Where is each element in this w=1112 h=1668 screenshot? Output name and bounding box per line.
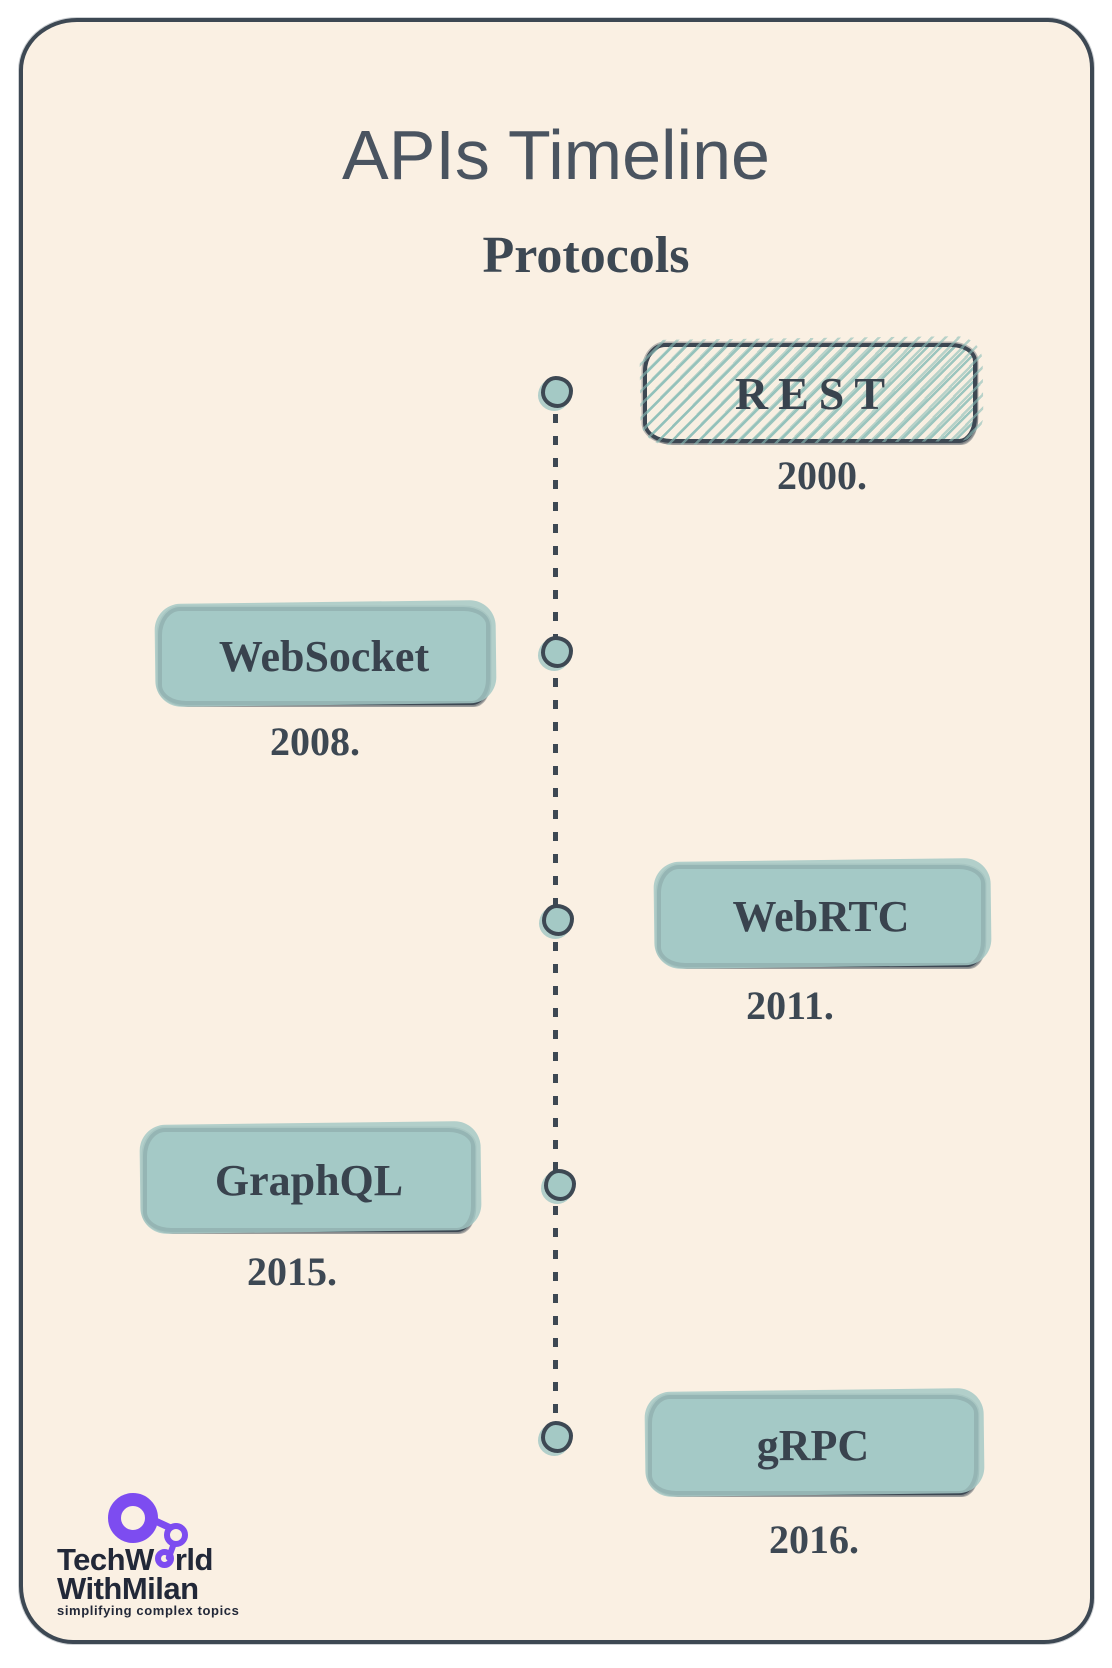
node-label: WebRTC	[732, 891, 910, 941]
timeline-node-webrtc: WebRTC	[657, 865, 985, 967]
timeline-node-graphql: GraphQL	[143, 1128, 475, 1232]
page-title: APIs Timeline	[342, 115, 770, 194]
timeline-node-rest: REST	[643, 343, 977, 443]
timeline-year-websocket: 2008.	[270, 719, 360, 764]
timeline-year-rest: 2000.	[777, 453, 867, 498]
logo-tagline: simplifying complex topics	[57, 1603, 240, 1618]
logo-text-prefix: TechW	[57, 1542, 154, 1577]
timeline-dot-rest	[541, 376, 573, 408]
logo-wordmark-line2: WithMilan	[57, 1571, 199, 1606]
logo: TechW rld WithMilan simplifying complex t…	[55, 1490, 245, 1625]
timeline-node-grpc: gRPC	[648, 1395, 978, 1495]
timeline-year-webrtc: 2011.	[746, 983, 834, 1028]
timeline-dot-grpc	[541, 1421, 573, 1453]
node-label: WebSocket	[218, 631, 430, 681]
timeline-dot-webrtc	[542, 904, 574, 936]
timeline-year-graphql: 2015.	[247, 1249, 337, 1294]
node-label: REST	[734, 367, 896, 419]
logo-small-node-icon	[154, 1549, 174, 1568]
timeline-node-websocket: WebSocket	[158, 607, 490, 705]
logo-big-node-icon	[108, 1493, 158, 1543]
timeline-dot-graphql	[544, 1169, 576, 1201]
logo-wordmark-line1: TechW rld	[57, 1542, 214, 1577]
node-label: GraphQL	[214, 1155, 404, 1205]
timeline-year-grpc: 2016.	[769, 1517, 859, 1562]
timeline-dot-websocket	[541, 636, 573, 668]
logo-text-suffix: rld	[174, 1542, 214, 1577]
node-label: gRPC	[756, 1420, 870, 1470]
section-subtitle: Protocols	[482, 227, 690, 284]
